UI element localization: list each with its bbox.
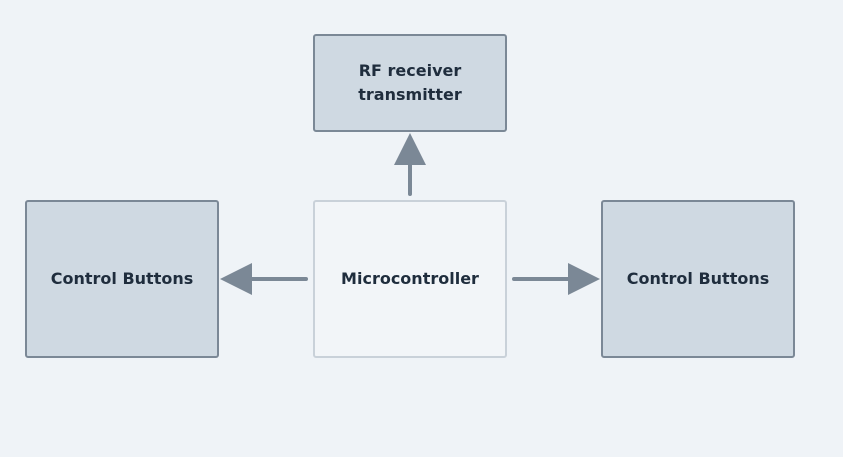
right-control-buttons-label: Control Buttons — [626, 269, 770, 288]
rf-receiver-transmitter-label: RF receiver transmitter — [358, 61, 462, 104]
left-control-buttons-label: Control Buttons — [50, 269, 194, 288]
right-control-buttons-node: Control Buttons — [601, 200, 795, 358]
microcontroller-label: Microcontroller — [341, 269, 479, 288]
left-control-buttons-node: Control Buttons — [25, 200, 219, 358]
rf-receiver-transmitter-node: RF receiver transmitter — [313, 34, 507, 132]
microcontroller-node: Microcontroller — [313, 200, 507, 358]
